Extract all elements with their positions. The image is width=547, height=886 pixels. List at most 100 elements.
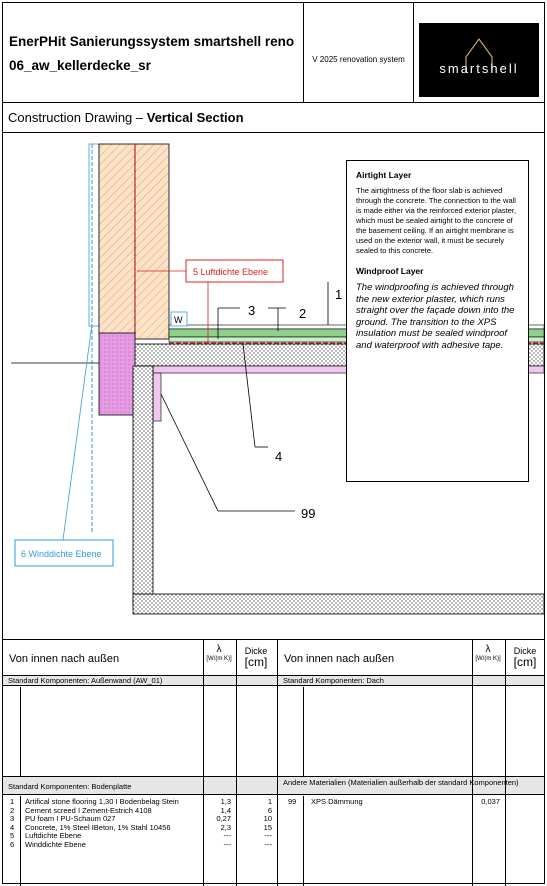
right-column-header: Von innen nach außen xyxy=(284,653,395,665)
row-number: 2 xyxy=(10,805,15,815)
row-lambda: 0,27 xyxy=(216,814,231,823)
row-number: 5 xyxy=(10,831,15,840)
row-thickness: 6 xyxy=(267,805,272,815)
version-label: V 2025 renovation system xyxy=(312,55,405,64)
drawing-type-heading: Construction Drawing – Vertical Section xyxy=(3,103,544,133)
row-lambda: 1,4 xyxy=(220,805,231,815)
row-thickness: 1 xyxy=(267,797,272,806)
title-system: EnerPHit Sanierungssystem smartshell ren… xyxy=(9,34,295,49)
other-materials-rows: 99 XPS Dämmung 0,037 xyxy=(278,797,544,807)
header-divider xyxy=(303,3,304,103)
row-thickness: 15 xyxy=(263,822,272,832)
lambda-symbol: λ xyxy=(485,644,491,655)
table-divider xyxy=(20,796,21,886)
windtight-plane-label: 6 Winddichte Ebene xyxy=(21,549,102,559)
table-divider xyxy=(472,640,473,886)
table-divider xyxy=(505,640,506,886)
lambda-symbol: λ xyxy=(216,644,222,655)
callout-4: 4 xyxy=(275,449,282,464)
table-divider xyxy=(303,796,304,886)
left-dicke-header: Dicke [cm] xyxy=(236,646,276,669)
row-number: 4 xyxy=(10,822,15,832)
row-material: Winddichte Ebene xyxy=(25,839,86,849)
row-number: 1 xyxy=(10,797,15,806)
foundation-slab xyxy=(132,593,545,615)
lambda-unit: [W/(m K)] xyxy=(206,656,232,662)
heading-emphasis: Vertical Section xyxy=(146,110,244,125)
leader-99 xyxy=(160,393,219,512)
dicke-unit: [cm] xyxy=(244,655,268,669)
row-material: Artifical stone flooring 1,30 I Bodenbel… xyxy=(25,797,179,806)
document-title: EnerPHit Sanierungssystem smartshell ren… xyxy=(9,30,294,78)
table-row: 6 Winddichte Ebene --- --- xyxy=(3,839,277,850)
airtight-note-text: The airtightness of the floor slab is ac… xyxy=(356,186,517,255)
row-thickness: --- xyxy=(264,831,273,840)
right-dicke-header: Dicke [cm] xyxy=(505,646,545,669)
row-material: PU foam I PU-Schaum 027 xyxy=(25,814,116,823)
row-thickness: 10 xyxy=(263,814,272,823)
table-row: 5 Luftdichte Ebene --- --- xyxy=(3,831,277,841)
xps-perimeter-insulation xyxy=(98,332,136,416)
masonry-wall xyxy=(98,143,136,335)
w-marker xyxy=(170,311,188,327)
dicke-label: Dicke xyxy=(244,646,268,656)
row-material: Concrete, 1% Steel IBeton, 1% Stahl 1045… xyxy=(25,822,171,832)
table-row: 4 Concrete, 1% Steel IBeton, 1% Stahl 10… xyxy=(3,822,277,833)
dicke-unit: [cm] xyxy=(513,655,537,669)
table-divider xyxy=(303,687,304,776)
masonry-wall-inner xyxy=(134,143,170,340)
airtight-plane-label: 5 Luftdichte Ebene xyxy=(193,267,268,277)
row-lambda: --- xyxy=(223,831,232,840)
table-divider xyxy=(20,687,21,776)
vertical-section-drawing: W 5 Luftdichte Ebene 1 2 3 4 99 xyxy=(3,134,545,639)
dicke-label: Dicke xyxy=(513,646,537,656)
lambda-unit: [W/(m K)] xyxy=(475,656,501,662)
row-number: 6 xyxy=(10,839,15,849)
callout-2: 2 xyxy=(299,306,306,321)
windtight-plane-label-box xyxy=(14,539,114,567)
row-material: XPS Dämmung xyxy=(311,797,363,806)
table-divider xyxy=(236,640,237,886)
smartshell-logo: smartshell xyxy=(419,23,539,97)
title-code: 06_aw_kellerdecke_sr xyxy=(9,58,151,73)
title-block: EnerPHit Sanierungssystem smartshell ren… xyxy=(3,3,544,103)
row-material: Luftdichte Ebene xyxy=(25,831,82,840)
house-logo-icon xyxy=(465,37,493,73)
airtight-note-title: Airtight Layer xyxy=(356,170,412,180)
row-thickness: --- xyxy=(264,839,273,849)
table-row: 3 PU foam I PU-Schaum 027 0,27 10 xyxy=(3,814,277,824)
table-divider xyxy=(203,640,204,886)
row-number: 3 xyxy=(10,814,15,823)
header-divider xyxy=(413,3,414,103)
row-lambda: 0,037 xyxy=(481,797,500,806)
table-divider xyxy=(277,640,278,886)
windproof-note-text: The windproofing is achieved through the… xyxy=(356,282,515,351)
leader-4 xyxy=(242,343,256,448)
callout-1: 1 xyxy=(335,287,342,302)
leader-windtight xyxy=(62,323,93,541)
section-bodenplatte: Standard Komponenten: Bodenplatte xyxy=(3,776,277,795)
row-lambda: --- xyxy=(223,839,232,849)
wall-insulation-basement xyxy=(152,372,162,422)
left-lambda-header: λ [W/(m K)] xyxy=(203,644,235,663)
exterior-plaster xyxy=(88,143,100,327)
callout-3: 3 xyxy=(248,303,255,318)
layer-table: Von innen nach außen λ [W/(m K)] Dicke [… xyxy=(3,639,545,886)
table-header-row xyxy=(3,640,544,676)
logo-text: smartshell xyxy=(439,61,519,76)
right-lambda-header: λ [W/(m K)] xyxy=(472,644,504,663)
heading-prefix: Construction Drawing – xyxy=(8,110,147,125)
basement-wall xyxy=(132,365,154,607)
row-lambda: 1,3 xyxy=(220,797,231,806)
windproof-note-title: Windproof Layer xyxy=(356,266,424,276)
row-number: 99 xyxy=(288,797,297,806)
table-row: 1 Artifical stone flooring 1,30 I Bodenb… xyxy=(3,797,277,807)
section-andere: Andere Materialien (Materialien außerhal… xyxy=(278,776,544,795)
row-lambda: 2,3 xyxy=(220,822,231,832)
section-dach: Standard Komponenten: Dach xyxy=(278,676,544,686)
w-label: W xyxy=(174,315,183,325)
section-aussenwand: Standard Komponenten: Außenwand (AW_01) xyxy=(3,676,277,686)
bodenplatte-rows: 1 Artifical stone flooring 1,30 I Bodenb… xyxy=(3,797,277,850)
table-row: 2 Cement screed I Zement-Estrich 4108 1,… xyxy=(3,805,277,816)
